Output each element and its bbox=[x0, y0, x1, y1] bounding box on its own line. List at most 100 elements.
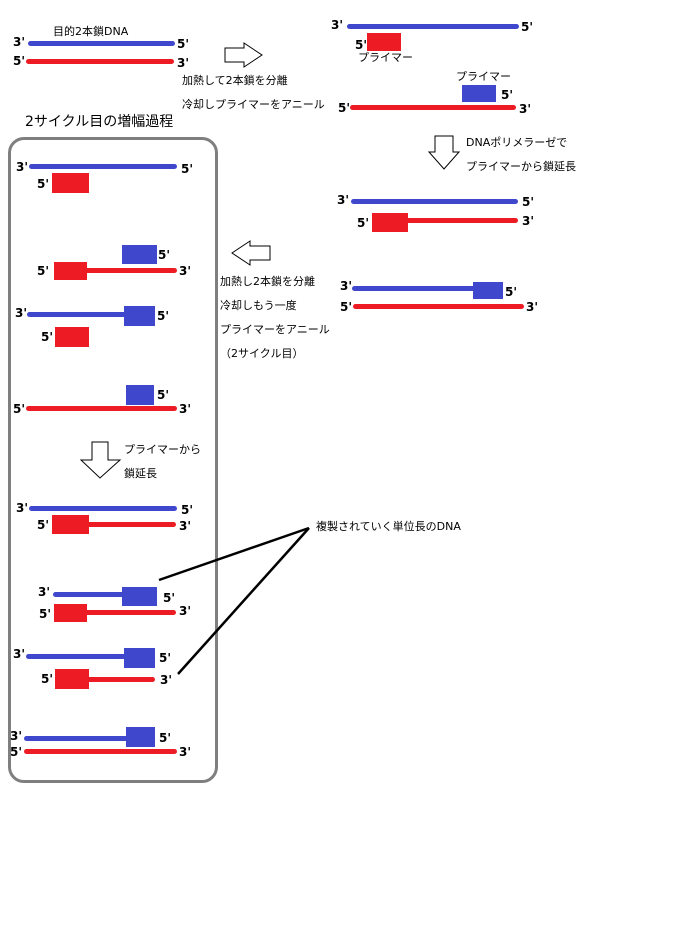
end-label-3prime: 3' bbox=[179, 745, 192, 759]
end-label-5prime: 5' bbox=[521, 20, 534, 34]
end-label-5prime: 5' bbox=[13, 54, 26, 68]
extended-strand bbox=[26, 654, 126, 659]
end-label-5prime: 5' bbox=[157, 309, 170, 323]
extended-strand bbox=[88, 522, 176, 527]
end-label-3prime: 3' bbox=[522, 214, 535, 228]
pointer-line bbox=[158, 526, 310, 582]
end-label-3prime: 3' bbox=[13, 35, 26, 49]
arrow-left-icon bbox=[231, 240, 271, 266]
end-label-5prime: 5' bbox=[37, 264, 50, 278]
end-label-3prime: 3' bbox=[340, 279, 353, 293]
end-label-3prime: 3' bbox=[15, 306, 28, 320]
end-label-3prime: 3' bbox=[331, 18, 344, 32]
step3-text-line3: プライマーをアニール bbox=[220, 323, 330, 336]
cycle2-box bbox=[8, 137, 218, 783]
cycle2-title: 2サイクル目の増幅過程 bbox=[25, 114, 174, 130]
extended-strand bbox=[88, 677, 155, 682]
primer-red bbox=[55, 669, 89, 689]
extended-strand bbox=[86, 610, 176, 615]
primer-blue bbox=[124, 306, 155, 326]
end-label-5prime: 5' bbox=[157, 388, 170, 402]
complement-strand bbox=[26, 59, 174, 64]
unit-length-note: 複製されていく単位長のDNA bbox=[316, 520, 461, 533]
extended-strand bbox=[406, 218, 518, 223]
template-strand bbox=[29, 506, 177, 511]
end-label-3prime: 3' bbox=[519, 102, 532, 116]
end-label-3prime: 3' bbox=[16, 160, 29, 174]
end-label-5prime: 5' bbox=[158, 248, 171, 262]
primer-red bbox=[372, 213, 408, 232]
template-strand bbox=[351, 199, 518, 204]
end-label-3prime: 3' bbox=[10, 729, 23, 743]
end-label-5prime: 5' bbox=[159, 651, 172, 665]
primer-blue bbox=[122, 245, 157, 264]
target-dna-label: 目的2本鎖DNA bbox=[53, 25, 129, 38]
end-label-3prime: 3' bbox=[179, 402, 192, 416]
primer-blue bbox=[122, 587, 157, 606]
end-label-5prime: 5' bbox=[37, 177, 50, 191]
step2-text-line1: DNAポリメラーゼで bbox=[466, 136, 568, 149]
end-label-5prime: 5' bbox=[340, 300, 353, 314]
primer-red bbox=[55, 327, 89, 347]
end-label-5prime: 5' bbox=[357, 216, 370, 230]
end-label-3prime: 3' bbox=[177, 56, 190, 70]
extended-strand bbox=[27, 312, 127, 317]
end-label-5prime: 5' bbox=[501, 88, 514, 102]
end-label-5prime: 5' bbox=[181, 162, 194, 176]
end-label-5prime: 5' bbox=[522, 195, 535, 209]
end-label-5prime: 5' bbox=[41, 672, 54, 686]
arrow-right-icon bbox=[224, 42, 263, 68]
extended-strand bbox=[53, 592, 125, 597]
step3-text-line1: 加熱し2本鎖を分離 bbox=[220, 275, 315, 288]
step3-text-line2: 冷却しもう一度 bbox=[220, 299, 297, 312]
template-strand bbox=[347, 24, 519, 29]
primer-blue bbox=[462, 85, 496, 102]
step1-text-line1: 加熱して2本鎖を分離 bbox=[182, 74, 288, 87]
end-label-5prime: 5' bbox=[163, 591, 176, 605]
end-label-5prime: 5' bbox=[37, 518, 50, 532]
end-label-3prime: 3' bbox=[179, 264, 192, 278]
complement-strand bbox=[353, 304, 524, 309]
end-label-5prime: 5' bbox=[177, 37, 190, 51]
end-label-5prime: 5' bbox=[181, 503, 194, 517]
step1-text-line2: 冷却しプライマーをアニール bbox=[182, 98, 325, 111]
primer-label: プライマー bbox=[358, 51, 413, 64]
end-label-3prime: 3' bbox=[16, 501, 29, 515]
primer-red bbox=[54, 262, 87, 280]
primer-red bbox=[52, 173, 89, 193]
end-label-3prime: 3' bbox=[13, 647, 26, 661]
arrow-down-icon bbox=[80, 441, 122, 479]
end-label-5prime: 5' bbox=[338, 101, 351, 115]
arrow-down-icon bbox=[427, 135, 461, 170]
end-label-5prime: 5' bbox=[10, 745, 23, 759]
pointer-line bbox=[177, 527, 310, 675]
end-label-5prime: 5' bbox=[355, 38, 368, 52]
template-strand bbox=[29, 164, 177, 169]
cycle2-step-text-line2: 鎖延長 bbox=[124, 467, 157, 480]
template-strand bbox=[352, 286, 482, 291]
step3-text-line4: （2サイクル目） bbox=[220, 347, 304, 360]
primer-label: プライマー bbox=[456, 70, 511, 83]
end-label-3prime: 3' bbox=[337, 193, 350, 207]
primer-blue bbox=[126, 727, 155, 747]
end-label-3prime: 3' bbox=[179, 519, 192, 533]
complement-strand bbox=[26, 406, 177, 411]
primer-blue bbox=[124, 648, 155, 668]
step2-text-line2: プライマーから鎖延長 bbox=[466, 160, 576, 173]
cycle2-step-text-line1: プライマーから bbox=[124, 443, 201, 456]
extended-strand bbox=[86, 268, 177, 273]
end-label-5prime: 5' bbox=[41, 330, 54, 344]
end-label-5prime: 5' bbox=[159, 731, 172, 745]
end-label-5prime: 5' bbox=[13, 402, 26, 416]
extended-strand bbox=[24, 736, 128, 741]
primer-blue bbox=[126, 385, 154, 405]
end-label-3prime: 3' bbox=[526, 300, 539, 314]
primer-red bbox=[52, 515, 89, 534]
complement-strand bbox=[350, 105, 516, 110]
complement-strand bbox=[24, 749, 177, 754]
end-label-3prime: 3' bbox=[179, 604, 192, 618]
primer-blue bbox=[473, 282, 503, 299]
end-label-5prime: 5' bbox=[39, 607, 52, 621]
